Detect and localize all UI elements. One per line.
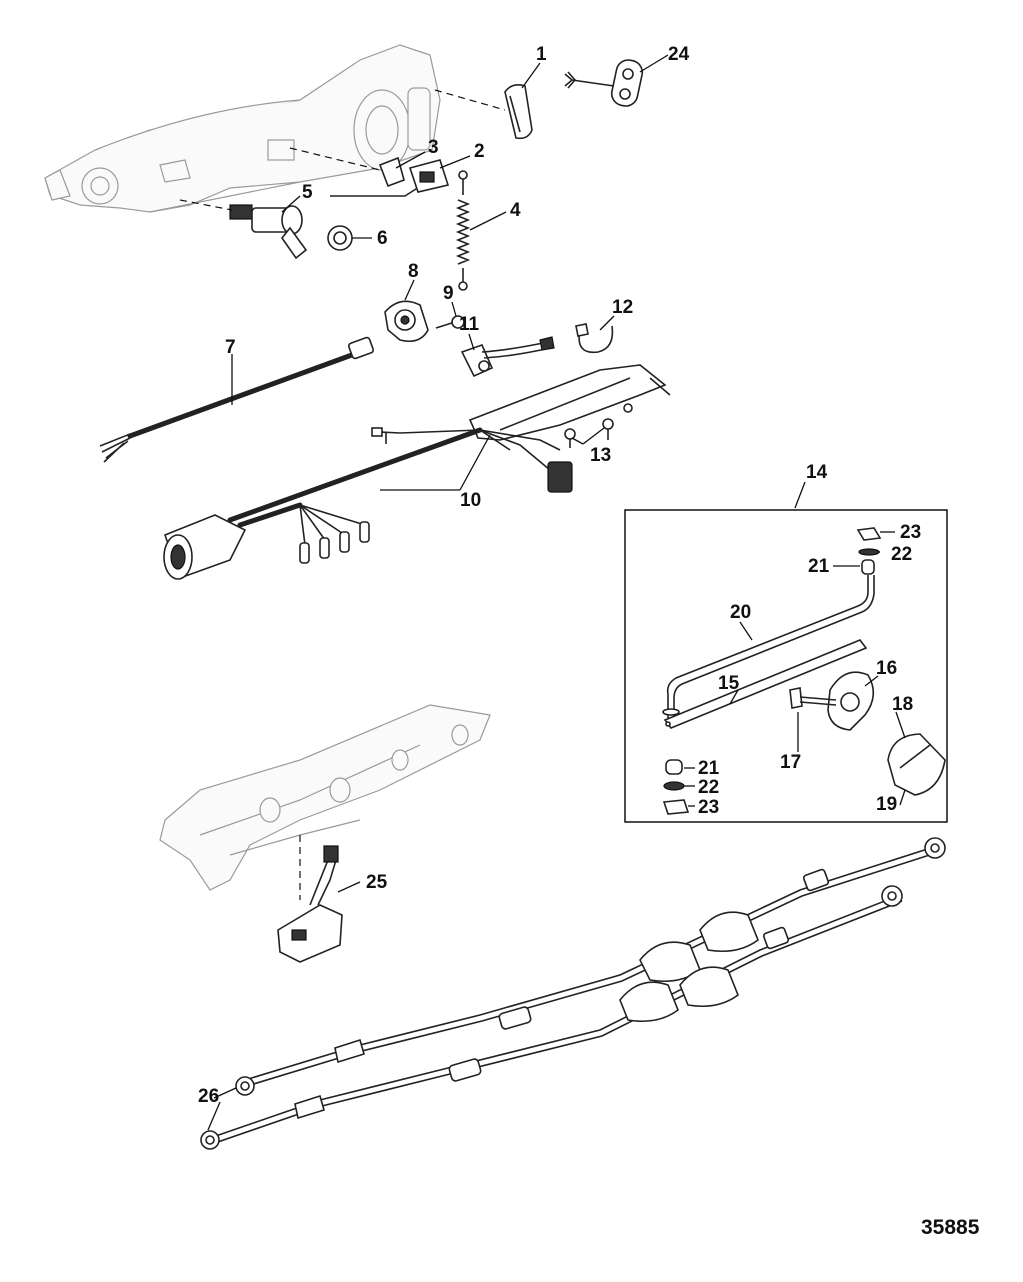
part-24-lanyard-clip — [564, 59, 644, 107]
part-20-link-rod — [662, 575, 875, 722]
callout-12: 12 — [612, 297, 633, 318]
part-15-flat-bar — [663, 639, 868, 729]
part-26-cables — [200, 837, 946, 1150]
callout-18: 18 — [892, 694, 913, 715]
callout-10: 10 — [460, 490, 481, 511]
callout-6: 6 — [377, 228, 388, 249]
callout-8: 8 — [408, 261, 419, 282]
part-23-nut-top — [856, 527, 882, 541]
callout-14: 14 — [806, 462, 828, 483]
callout-26: 26 — [198, 1086, 219, 1107]
part-22-washer-bottom — [663, 781, 685, 791]
callout-25: 25 — [366, 872, 388, 893]
part-1-cap — [504, 84, 533, 140]
part-11-sensor — [460, 336, 555, 378]
callout-23-bottom: 23 — [698, 797, 719, 818]
part-9-screw — [435, 315, 465, 329]
part-22-washer-top — [858, 548, 880, 556]
part-12-tie-strap — [575, 323, 614, 354]
callout-19: 19 — [876, 794, 897, 815]
callout-1: 1 — [536, 44, 547, 65]
callout-21-top: 21 — [808, 556, 830, 577]
dashed-leader-3 — [289, 147, 381, 171]
callout-7: 7 — [225, 337, 236, 358]
tiller-handle-housing — [44, 44, 441, 213]
part-25-module — [277, 845, 343, 963]
part-21-bushing-top — [861, 559, 875, 575]
part-14-kit-box — [624, 509, 948, 823]
dashed-leader-1 — [434, 89, 506, 111]
callout-9: 9 — [443, 283, 454, 304]
part-13-screws — [385, 418, 614, 448]
part-19-knob — [887, 733, 946, 796]
callout-23-top: 23 — [900, 522, 921, 543]
callout-3: 3 — [428, 137, 439, 158]
part-2-switch — [408, 159, 450, 193]
callout-leaders — [207, 54, 906, 1131]
dashed-leader-5 — [179, 199, 233, 211]
callout-4: 4 — [510, 200, 521, 221]
callout-20: 20 — [730, 602, 751, 623]
part-7-cable — [99, 336, 375, 463]
part-4-spring — [455, 170, 471, 291]
part-21-bushing-bottom — [665, 759, 683, 775]
callout-13: 13 — [590, 445, 611, 466]
callout-22-bottom: 22 — [698, 777, 719, 798]
lower-cover-housing — [159, 704, 491, 891]
callout-17: 17 — [780, 752, 801, 773]
part-8-socket-housing — [384, 300, 429, 343]
part-6-nut — [327, 225, 353, 251]
callout-22-top: 22 — [891, 544, 912, 565]
callout-5: 5 — [302, 182, 313, 203]
callout-15: 15 — [718, 673, 740, 694]
part-23-nut-bottom — [662, 799, 690, 815]
callout-21-bottom: 21 — [698, 758, 720, 779]
figure-id: 35885 — [921, 1216, 980, 1239]
part-10-wiring-harness — [163, 364, 671, 580]
callout-labels: 1 2 3 4 5 6 7 8 9 10 11 12 13 14 15 16 1… — [198, 44, 980, 1239]
callout-2: 2 — [474, 141, 485, 162]
part-17-bolt — [789, 687, 837, 709]
part-16-clamp-block — [827, 671, 875, 731]
callout-24: 24 — [668, 44, 690, 65]
callout-16: 16 — [876, 658, 897, 679]
callout-11: 11 — [459, 314, 480, 335]
part-5-key-switch — [229, 204, 308, 260]
